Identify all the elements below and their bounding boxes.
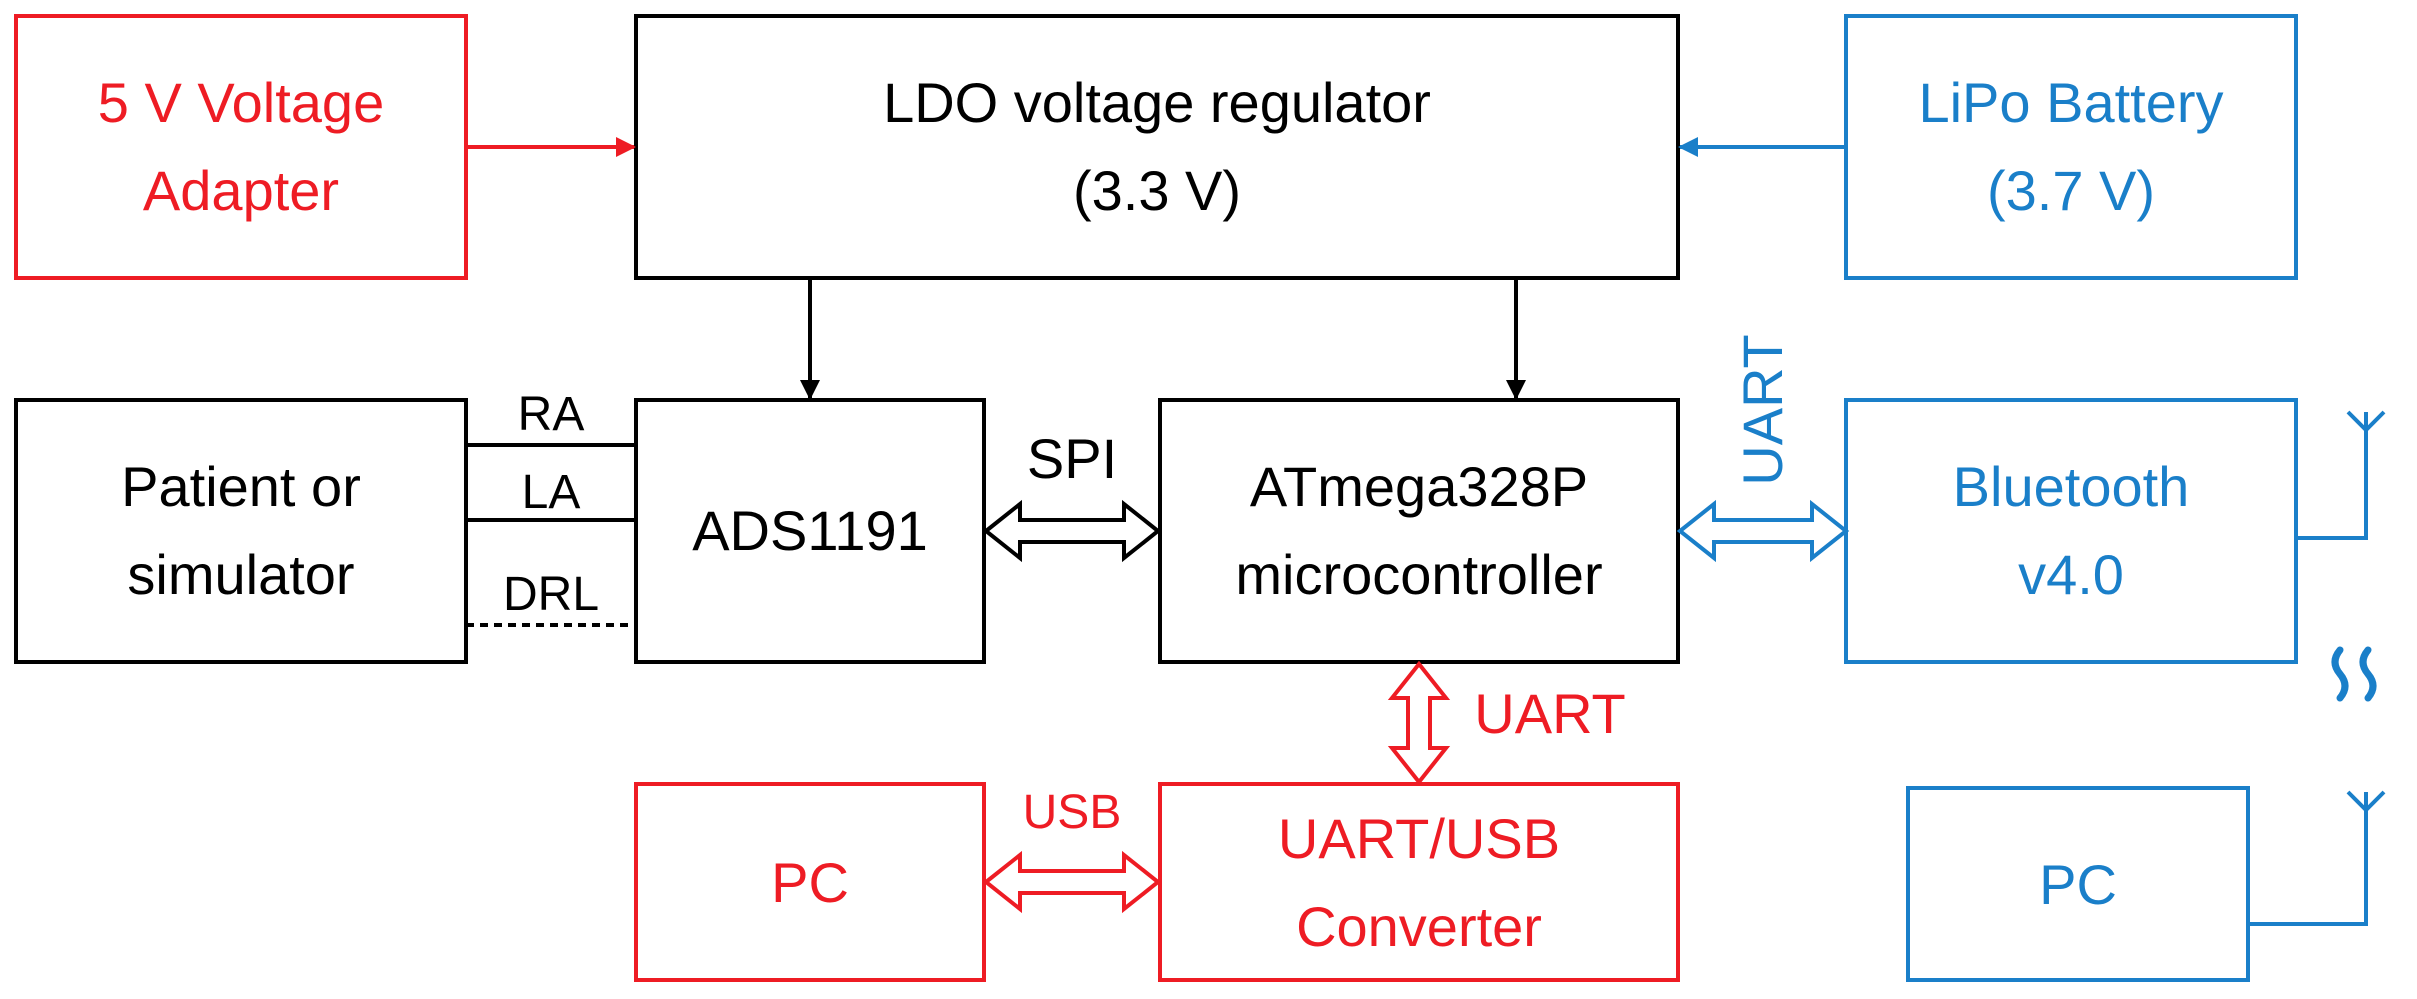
wireless-link-icon [2331, 646, 2377, 702]
mcu-line2: microcontroller [1235, 543, 1602, 606]
ldo-regulator-block: LDO voltage regulator (3.3 V) [634, 14, 1680, 280]
patient-line2: simulator [127, 543, 354, 606]
patient-simulator-block: Patient or simulator [14, 398, 468, 664]
uart-usb-converter-block: UART/USB Converter [1158, 782, 1680, 982]
converter-line2: Converter [1296, 895, 1542, 958]
bluetooth-line2: v4.0 [2018, 543, 2124, 606]
patient-line1: Patient or [121, 455, 361, 518]
ra-label: RA [518, 388, 585, 441]
voltage-adapter-line1: 5 V Voltage [98, 71, 384, 134]
uart-converter-label: UART [1474, 682, 1625, 745]
usb-label: USB [1023, 786, 1122, 839]
lipo-line2: (3.7 V) [1987, 159, 2155, 222]
drl-label: DRL [503, 568, 599, 621]
ldo-line2: (3.3 V) [1073, 159, 1241, 222]
ldo-line1: LDO voltage regulator [883, 71, 1431, 134]
pc-wired-label: PC [771, 851, 849, 914]
uart-bluetooth-double-arrow [1676, 499, 1850, 563]
la-label: LA [522, 466, 581, 519]
uart-converter-double-arrow [1387, 660, 1451, 786]
ads1191-block: ADS1191 [634, 398, 986, 664]
spi-label: SPI [1027, 427, 1117, 490]
bluetooth-antenna-icon [2296, 410, 2386, 540]
mcu-line1: ATmega328P [1250, 455, 1588, 518]
bluetooth-line1: Bluetooth [1953, 455, 2190, 518]
uart-bluetooth-label: UART [1731, 334, 1794, 485]
bluetooth-block: Bluetooth v4.0 [1844, 398, 2298, 664]
lipo-line1: LiPo Battery [1918, 71, 2223, 134]
voltage-adapter-block: 5 V Voltage Adapter [14, 14, 468, 280]
spi-double-arrow [982, 499, 1162, 563]
voltage-adapter-line2: Adapter [143, 159, 339, 222]
pc-wireless-label: PC [2039, 853, 2117, 916]
pc-antenna-icon [2248, 790, 2386, 926]
lipo-battery-block: LiPo Battery (3.7 V) [1844, 14, 2298, 280]
usb-double-arrow [982, 850, 1162, 914]
microcontroller-block: ATmega328P microcontroller [1158, 398, 1680, 664]
pc-wired-block: PC [634, 782, 986, 982]
pc-wireless-block: PC [1906, 786, 2250, 982]
ads-label: ADS1191 [692, 499, 928, 562]
converter-line1: UART/USB [1278, 807, 1560, 870]
